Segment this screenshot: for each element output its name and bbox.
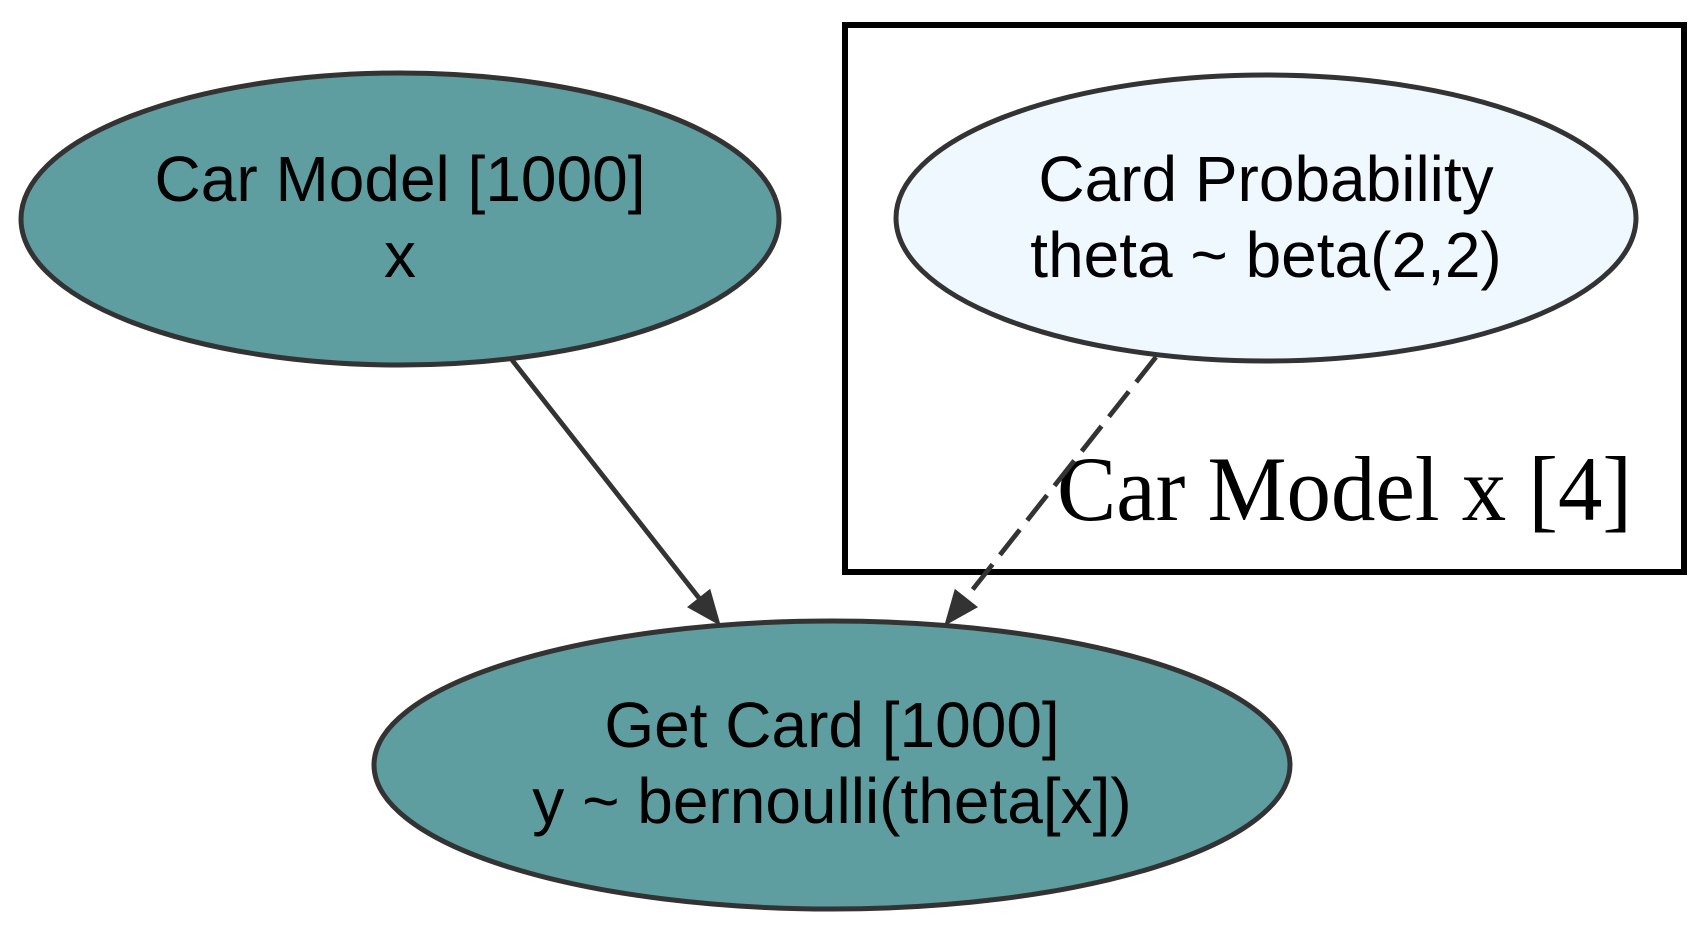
svg-text:Card Probability: Card Probability bbox=[1038, 143, 1493, 215]
svg-text:x: x bbox=[384, 219, 416, 291]
svg-text:Get Card [1000]: Get Card [1000] bbox=[604, 689, 1059, 761]
svg-text:Car Model [1000]: Car Model [1000] bbox=[155, 143, 646, 215]
svg-text:Car Model x [4]: Car Model x [4] bbox=[1057, 438, 1632, 540]
svg-text:theta ~ beta(2,2): theta ~ beta(2,2) bbox=[1030, 219, 1501, 291]
svg-text:y ~ bernoulli(theta[x]): y ~ bernoulli(theta[x]) bbox=[532, 765, 1131, 837]
